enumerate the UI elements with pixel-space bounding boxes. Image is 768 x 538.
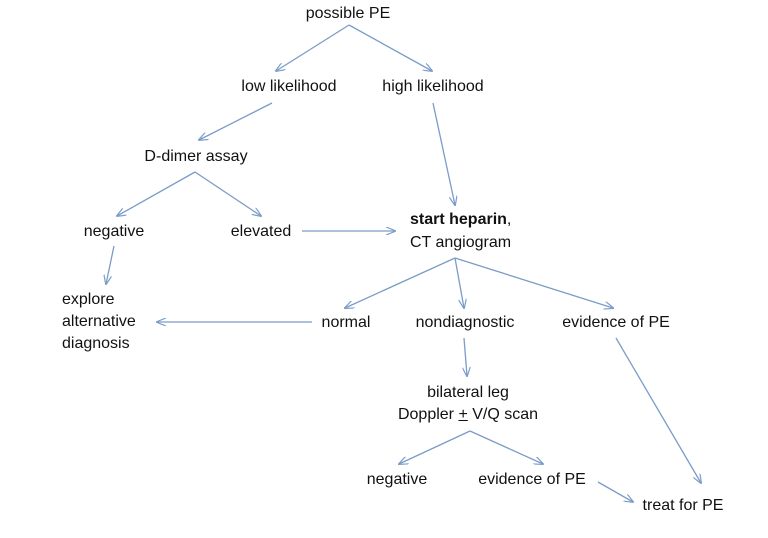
arrow-possible-to-low (276, 24, 350, 71)
start-heparin-comma: , (506, 211, 512, 228)
node-possible-pe: possible PE (305, 5, 391, 22)
node-start-heparin: start heparin, (410, 209, 511, 231)
node-bilateral-line2: Doppler + V/Q scan (398, 404, 538, 426)
node-low-likelihood: low likelihood (241, 78, 337, 95)
bilateral-vq: V/Q scan (467, 406, 539, 423)
bilateral-doppler: Doppler (397, 406, 459, 423)
node-ct-angiogram: CT angiogram (410, 234, 512, 251)
arrow-low-to-ddimer (199, 102, 273, 140)
node-explore-line1: explore (62, 291, 115, 308)
arrow-bilateral-to-negative (399, 430, 471, 464)
arrow-ddimer-to-elevated (194, 171, 261, 216)
node-negative-scan: negative (366, 471, 428, 488)
node-explore-line3: diagnosis (62, 335, 130, 352)
node-evidence-of-pe: evidence of PE (562, 314, 670, 331)
arrow-evidence-to-treat (615, 337, 701, 483)
node-high-likelihood: high likelihood (382, 78, 484, 95)
node-d-dimer-assay: D-dimer assay (144, 148, 248, 165)
arrow-negative-to-explore (106, 245, 115, 284)
node-bilateral-line1: bilateral leg (427, 384, 509, 401)
arrow-ddimer-to-negative (117, 171, 196, 216)
plus-minus-symbol: + (458, 406, 468, 423)
start-heparin-label: start heparin (410, 211, 507, 228)
arrow-high-to-heparin (432, 102, 455, 205)
node-negative-ddimer: negative (83, 223, 145, 240)
arrow-nondiagnostic-to-bilateral (464, 337, 467, 376)
arrow-heparin-to-evidence (454, 257, 613, 308)
arrow-heparin-to-nondiagnostic (454, 257, 464, 308)
arrow-bilateral-to-evidence (469, 430, 543, 464)
node-elevated: elevated (230, 223, 292, 240)
node-explore-line2: alternative (62, 313, 136, 330)
arrow-possible-to-high (348, 24, 432, 71)
node-normal: normal (321, 314, 371, 331)
node-nondiagnostic: nondiagnostic (415, 314, 515, 331)
node-evidence-of-pe-scan: evidence of PE (478, 471, 586, 488)
arrow-evidence2-to-treat (597, 481, 633, 502)
node-treat-for-pe: treat for PE (642, 497, 724, 514)
arrow-heparin-to-normal (345, 257, 456, 308)
